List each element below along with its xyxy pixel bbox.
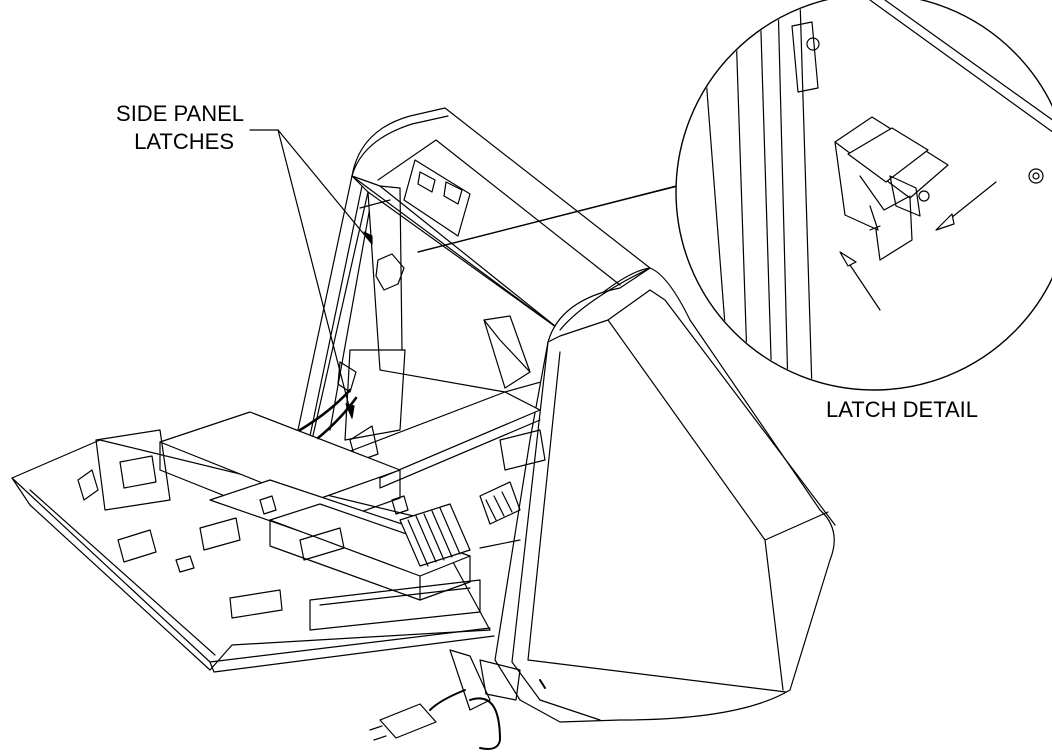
side-panel-latches-label: SIDE PANEL LATCHES <box>78 100 244 156</box>
latch-detail-label: LATCH DETAIL <box>826 397 978 422</box>
power-cord <box>370 650 520 749</box>
heat-sink <box>400 504 470 566</box>
arrow-up-left-icon <box>848 262 880 310</box>
cabinet-housing <box>298 108 835 722</box>
arrow-down-left-icon <box>946 182 996 222</box>
side-panel-label-line2: LATCHES <box>134 129 234 154</box>
side-panel-label-line1: SIDE PANEL <box>116 101 244 126</box>
latch-detail-inset <box>676 0 1052 390</box>
fold-out-tray <box>12 390 520 672</box>
callout-leaders <box>250 130 682 418</box>
